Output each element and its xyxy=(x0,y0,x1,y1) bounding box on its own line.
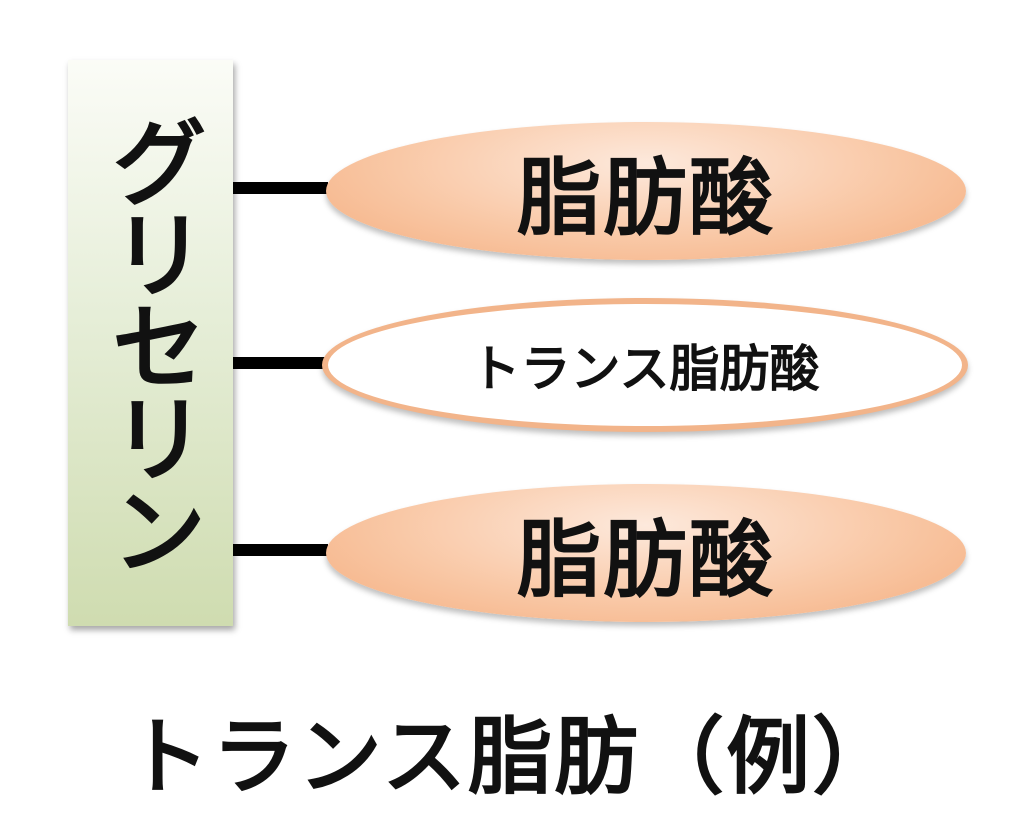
fatty-acid-label-1: 脂肪酸 xyxy=(516,148,775,247)
bond-line-3 xyxy=(233,544,328,556)
bond-line-2 xyxy=(233,357,328,369)
fatty-acid-ellipse-1: 脂肪酸 xyxy=(326,122,966,260)
glycerin-block: グリセリン xyxy=(68,60,233,626)
fatty-acid-label-3: 脂肪酸 xyxy=(516,510,775,609)
glycerin-label: グリセリン xyxy=(94,113,207,573)
trans-fatty-acid-label: トランス脂肪酸 xyxy=(470,340,820,398)
fatty-acid-ellipse-3: 脂肪酸 xyxy=(326,484,966,622)
trans-fatty-acid-ellipse: トランス脂肪酸 xyxy=(322,298,968,432)
diagram-caption: トランス脂肪（例） xyxy=(125,708,899,806)
bond-line-1 xyxy=(233,182,328,194)
